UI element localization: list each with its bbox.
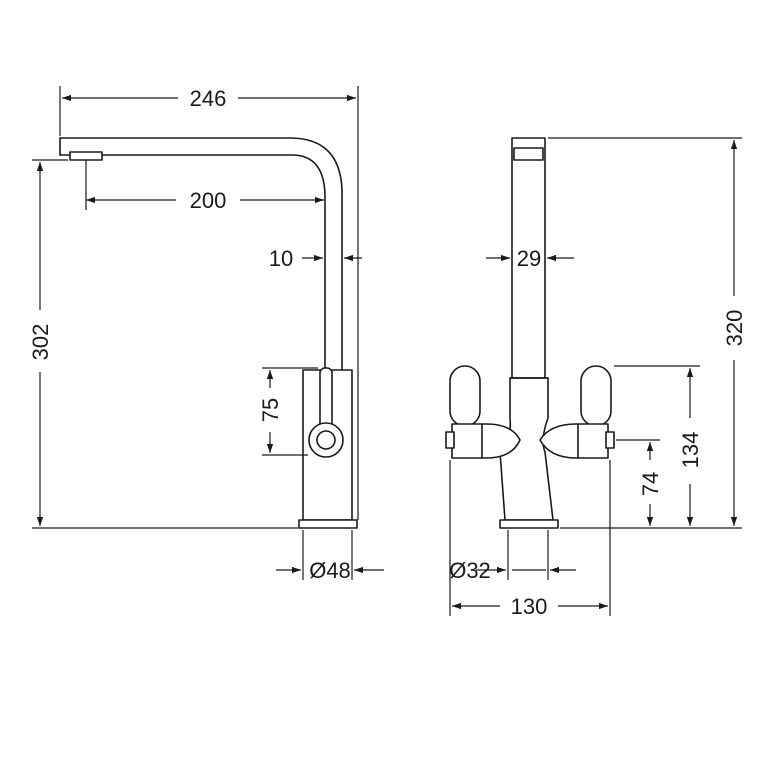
front-aerator [513,147,544,161]
side-handle-knob-center [316,430,336,450]
dim-75: 75 [258,398,283,422]
side-spout-outline [59,137,343,371]
front-spout-column [511,137,546,379]
front-right-handle-body [539,423,609,459]
front-left-indicator [445,431,455,449]
side-aerator [69,151,103,161]
dim-74: 74 [638,472,663,496]
front-right-lever [580,365,612,427]
dim-200: 200 [190,188,227,213]
dim-134: 134 [678,432,703,469]
dim-246: 246 [190,86,227,111]
dim-diameter-48: Ø48 [309,558,351,583]
side-spout-inner [59,154,326,371]
side-dimensions: 246 200 10 302 75 Ø48 [28,86,384,583]
front-base-plate [499,519,559,529]
front-view [445,137,615,529]
front-dimensions: 29 320 134 74 Ø32 130 [449,137,747,619]
front-left-lever [449,365,481,427]
side-base-plate [298,519,358,529]
side-handle-lever [319,367,333,431]
dim-320: 320 [722,310,747,347]
dim-302: 302 [28,324,53,361]
dim-29: 29 [517,246,541,271]
dim-130: 130 [511,594,548,619]
side-view [59,137,358,529]
dim-10: 10 [269,246,293,271]
front-left-handle-body [451,423,521,459]
dim-diameter-32: Ø32 [449,558,491,583]
front-right-indicator [605,431,615,449]
